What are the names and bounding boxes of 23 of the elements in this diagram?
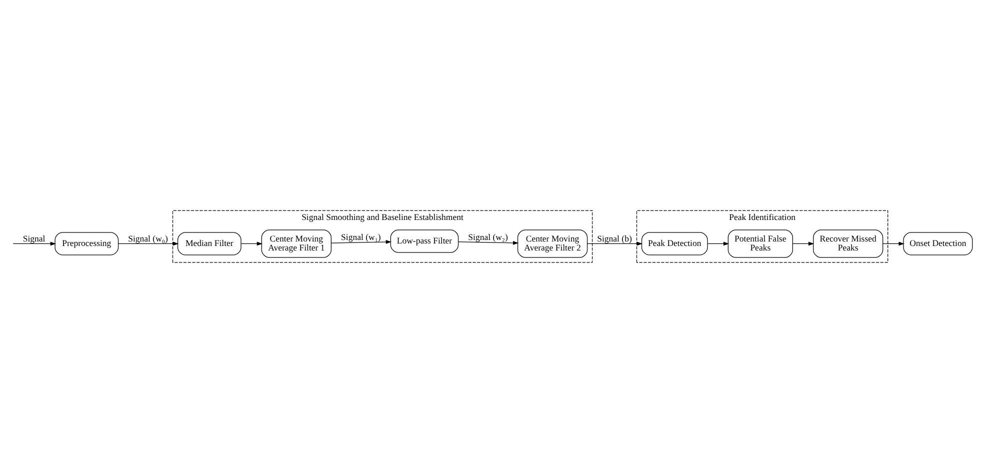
node-box: Preprocessing — [54, 232, 119, 255]
arrow — [330, 239, 392, 244]
node-box: Low-pass Filter — [390, 229, 459, 252]
arrow — [586, 241, 643, 246]
edge-label: Signal (w₀) — [128, 232, 168, 243]
node-box: Center Moving Average Filter 2 — [517, 229, 588, 258]
node-box: Center Moving Average Filter 1 — [261, 229, 332, 258]
arrow — [118, 241, 179, 246]
arrow — [240, 241, 263, 246]
arrow — [882, 241, 904, 246]
arrow — [458, 240, 519, 244]
edge-label: Signal — [22, 232, 46, 243]
node-box: Recover Missed Peaks — [813, 229, 884, 258]
arrow — [12, 241, 56, 246]
edge-label: Signal (w₂) — [468, 232, 508, 242]
node-box: Median Filter — [177, 232, 242, 255]
node-box: Potential False Peaks — [728, 229, 793, 258]
edge-label: Signal (b) — [597, 232, 632, 243]
arrow — [707, 241, 730, 246]
node-box: Peak Detection — [641, 232, 708, 255]
arrow — [792, 241, 814, 246]
node-box: Onset Detection — [903, 232, 973, 255]
edge-label: Signal (w₁) — [341, 232, 381, 242]
